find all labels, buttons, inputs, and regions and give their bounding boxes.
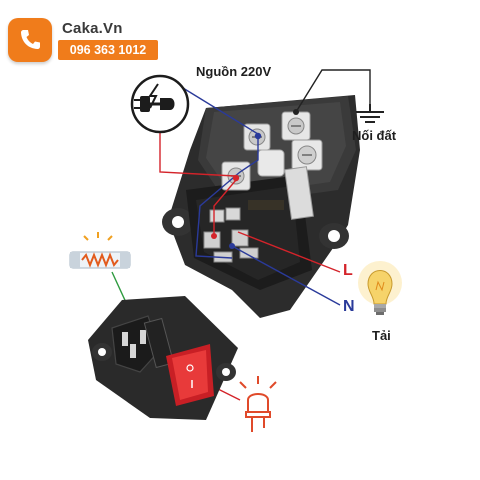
- ground-label: Nối đất: [352, 128, 397, 143]
- terminal-top-right: [281, 111, 311, 141]
- neutral-wire: [182, 87, 259, 135]
- line-label: L: [343, 262, 353, 279]
- neutral-label: N: [343, 298, 355, 315]
- socket-module-front: [88, 296, 238, 420]
- ground-symbol-icon: [356, 104, 384, 123]
- terminal-ground: [284, 139, 323, 220]
- light-bulb-icon: [358, 261, 402, 315]
- power-label: Nguồn 220V: [196, 64, 272, 79]
- line-wire-out: [237, 231, 341, 273]
- line-wire: [159, 126, 236, 177]
- led-icon: [239, 376, 277, 432]
- neutral-wire-out: [231, 245, 341, 306]
- brand-name: Caka.Vn: [62, 20, 123, 37]
- plug-icon: [130, 74, 190, 134]
- load-label: Tải: [372, 328, 391, 343]
- ground-wire: [295, 69, 371, 113]
- socket-module-rear: [162, 95, 360, 318]
- fuse-icon: [69, 232, 131, 269]
- brand-phone: 096 363 1012: [58, 40, 158, 60]
- brand-badge[interactable]: Caka.Vn 096 363 1012: [8, 18, 158, 66]
- phone-icon: [8, 18, 52, 62]
- neutral-wire-internal: [195, 138, 259, 259]
- line-wire-internal: [213, 179, 237, 236]
